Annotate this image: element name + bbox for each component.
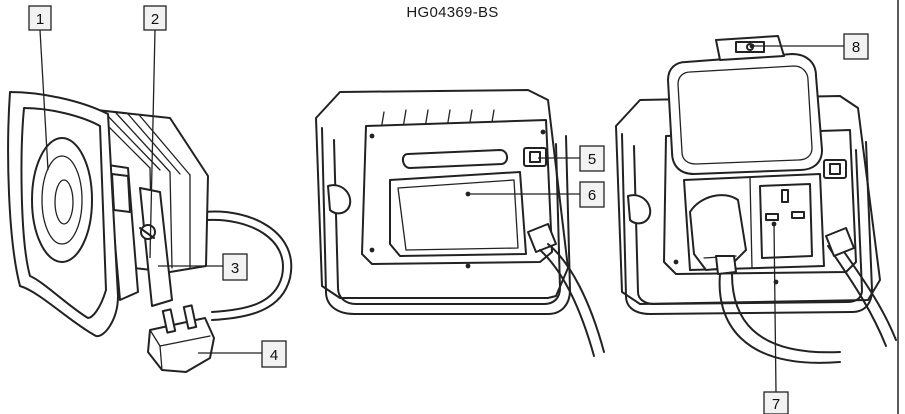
- callout-8: 8: [749, 33, 869, 60]
- callout-5-label: 5: [588, 151, 596, 168]
- callout-1-label: 1: [36, 11, 44, 28]
- callout-5: 5: [538, 145, 605, 172]
- callout-2: 2: [143, 5, 167, 259]
- callout-6: 6: [465, 181, 605, 208]
- callout-1: 1: [28, 5, 52, 171]
- callout-3: 3: [158, 253, 248, 281]
- model-code: HG04369-BS: [406, 4, 499, 21]
- callout-8-label: 8: [852, 39, 860, 56]
- floodlight-rear-open: [615, 35, 897, 364]
- callout-7: 7: [763, 221, 789, 414]
- callout-4: 4: [198, 340, 287, 368]
- callout-3-label: 3: [231, 260, 239, 277]
- floodlight-rear-closed: [315, 89, 605, 357]
- callout-2-label: 2: [151, 11, 159, 28]
- floodlight-side-view: [7, 91, 293, 373]
- callout-4-label: 4: [270, 347, 278, 364]
- callout-7-label: 7: [772, 396, 780, 413]
- callout-6-label: 6: [588, 187, 596, 204]
